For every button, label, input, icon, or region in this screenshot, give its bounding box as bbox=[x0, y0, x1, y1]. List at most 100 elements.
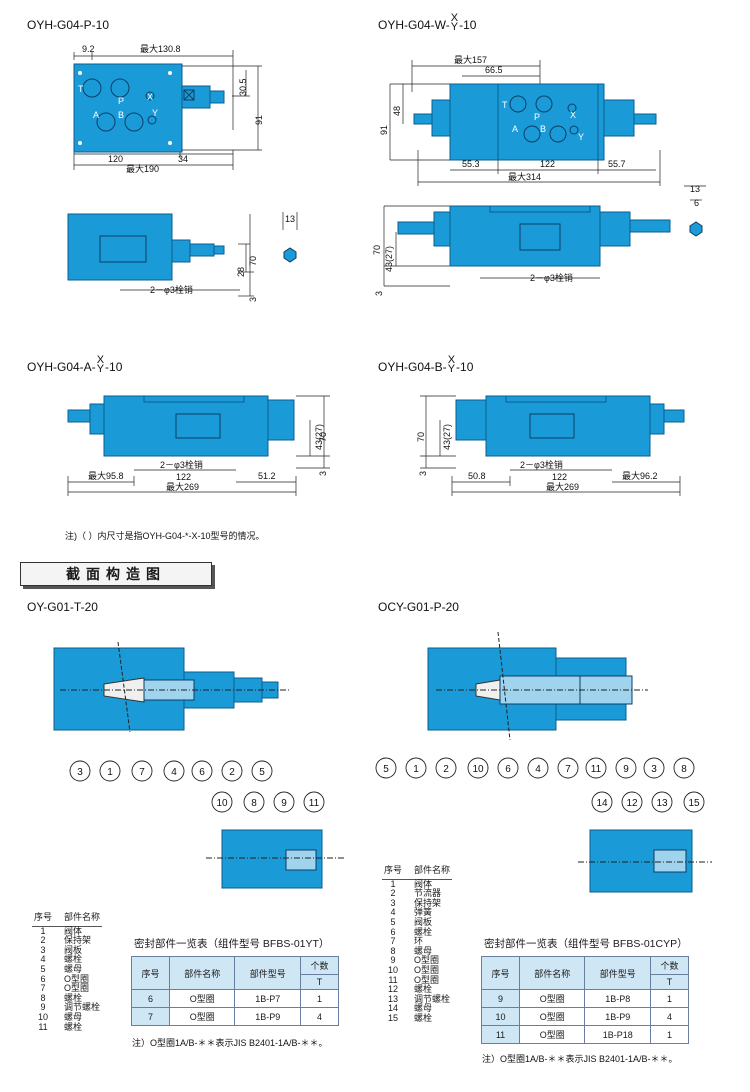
part-no: 1 bbox=[390, 878, 396, 889]
seal-cell-no: 10 bbox=[480, 1007, 521, 1026]
dim-43-27-w: 43(27) bbox=[384, 246, 394, 272]
right-section-title: OCY-G01-P-20 bbox=[378, 600, 459, 614]
port-t-w: T bbox=[502, 100, 508, 110]
seal-row: 10 O型圈 1B-P9 4 bbox=[480, 1007, 690, 1026]
view-title-w-suffix: -10 bbox=[459, 18, 477, 32]
callout-left-3: 3 bbox=[77, 767, 83, 778]
seal-cell-model: 1B-P9 bbox=[584, 1007, 651, 1026]
seal-row: 7 O型圈 1B-P9 4 bbox=[130, 1007, 340, 1026]
part-no: 14 bbox=[388, 1003, 399, 1014]
seal-table-left: 序号 部件名称 部件型号 个数 T 6 O型圈 1B-P7 1 7 O型圈 1B… bbox=[130, 956, 340, 1026]
part-name: 保持架 bbox=[64, 935, 92, 946]
part-no: 6 bbox=[390, 926, 396, 937]
dim-3-w: 3 bbox=[374, 291, 384, 296]
dim-122-w: 122 bbox=[540, 159, 555, 169]
seal-cell-model: 1B-P9 bbox=[234, 1007, 301, 1026]
part-name: 环 bbox=[414, 936, 424, 947]
view-title-a-suffix: -10 bbox=[105, 360, 123, 374]
dim-max-95-8: 最大95.8 bbox=[88, 470, 124, 481]
view-title-w-main: OYH-G04-W- bbox=[378, 18, 450, 32]
part-no: 9 bbox=[390, 955, 396, 966]
seal-header-count: 个数 bbox=[649, 956, 690, 975]
part-name: O型圈 bbox=[64, 983, 90, 994]
seal-cell-count: 4 bbox=[299, 1007, 340, 1026]
seal-note-right: 注）O型圈1A/B-＊＊表示JIS B2401-1A/B-＊＊。 bbox=[482, 1054, 678, 1064]
dim-max-96-2: 最大96.2 bbox=[622, 470, 658, 481]
drawing-b: 70 43(27) 3 2－φ3栓销 50.8 122 最大96.2 最大269 bbox=[416, 395, 685, 496]
part-name: 阀体 bbox=[414, 878, 433, 889]
seal-cell-no: 6 bbox=[130, 989, 171, 1008]
callout-left-8: 8 bbox=[251, 798, 257, 809]
part-no: 7 bbox=[40, 983, 46, 994]
callout-right-11: 11 bbox=[591, 764, 602, 775]
callout-right-9: 9 bbox=[623, 764, 629, 775]
dim-28-p: 28 bbox=[236, 267, 246, 277]
dim-55-7: 55.7 bbox=[608, 159, 626, 169]
part-name: O型圈 bbox=[414, 955, 440, 966]
dim-30-5: 30.5 bbox=[238, 78, 248, 96]
callout-right-6: 6 bbox=[505, 764, 511, 775]
dim-max-269-a: 最大269 bbox=[166, 481, 199, 492]
part-no: 15 bbox=[388, 1012, 399, 1023]
callout-right-4: 4 bbox=[535, 764, 541, 775]
callout-left-5: 5 bbox=[259, 767, 265, 778]
part-no: 9 bbox=[40, 1002, 46, 1013]
view-title-p: OYH-G04-P-10 bbox=[27, 18, 110, 32]
seal-row: 6 O型圈 1B-P7 1 bbox=[130, 989, 340, 1008]
seal-row: 9 O型圈 1B-P8 1 bbox=[480, 989, 690, 1008]
seal-header-count: 个数 bbox=[299, 956, 340, 975]
part-no: 3 bbox=[40, 944, 46, 955]
part-no: 4 bbox=[40, 954, 46, 965]
dim-70-a: 70 bbox=[318, 432, 328, 442]
seal-cell-count: 1 bbox=[299, 989, 340, 1008]
port-x-w: X bbox=[570, 110, 576, 120]
seal-cell-model: 1B-P8 bbox=[584, 989, 651, 1008]
part-name: 螺母 bbox=[64, 963, 83, 974]
dim-13-w: 13 bbox=[690, 184, 700, 194]
callout-right-5: 5 bbox=[383, 764, 389, 775]
drawing-w-top: 最大157 66.5 48 91 55.3 122 55.7 最大314 T P… bbox=[379, 54, 661, 186]
dim-91-w: 91 bbox=[379, 125, 389, 135]
part-no: 2 bbox=[390, 888, 396, 899]
part-no: 12 bbox=[388, 984, 399, 995]
view-title-a-main: OYH-G04-A- bbox=[27, 360, 96, 374]
callout-left-11: 11 bbox=[309, 798, 320, 809]
parts-header-no: 序号 bbox=[384, 865, 403, 875]
part-no: 11 bbox=[388, 974, 398, 985]
seal-cell-no: 7 bbox=[130, 1007, 171, 1026]
part-no: 1 bbox=[40, 925, 46, 936]
seal-title-left: 密封部件一览表（组件型号 BFBS-01YT） bbox=[134, 938, 330, 950]
part-no: 13 bbox=[388, 993, 399, 1004]
part-no: 2 bbox=[40, 935, 46, 946]
callout-right-15: 15 bbox=[688, 798, 700, 809]
seal-cell-name: O型圈 bbox=[169, 989, 236, 1008]
pin-label-a: 2－φ3栓销 bbox=[160, 459, 203, 470]
drawing-w-front: 13 6 70 43(27) 3 2－φ3栓销 bbox=[372, 184, 706, 296]
dim-43-27-a: 43(27) bbox=[314, 424, 324, 450]
dim-9-2: 9.2 bbox=[82, 44, 95, 54]
part-name: 调节螺栓 bbox=[64, 1002, 101, 1013]
callout-left-4: 4 bbox=[171, 767, 177, 778]
part-name: 调节螺栓 bbox=[414, 993, 451, 1004]
parts-header-name: 部件名称 bbox=[64, 912, 101, 922]
port-a-w: A bbox=[512, 124, 518, 134]
part-no: 10 bbox=[388, 964, 399, 975]
seal-header-model: 部件型号 bbox=[234, 956, 301, 990]
seal-note-left: 注）O型圈1A/B-＊＊表示JIS B2401-1A/B-＊＊。 bbox=[132, 1038, 328, 1048]
dim-max-269-b: 最大269 bbox=[546, 481, 579, 492]
part-name: 螺栓 bbox=[414, 984, 433, 995]
dim-66-5: 66.5 bbox=[485, 65, 503, 75]
part-name: 保持架 bbox=[414, 897, 442, 908]
seal-cell-no: 11 bbox=[480, 1025, 521, 1044]
callout-left-7: 7 bbox=[139, 767, 145, 778]
pin-label-b: 2－φ3栓销 bbox=[520, 459, 563, 470]
dim-max-157: 最大157 bbox=[454, 54, 487, 65]
view-title-b-suffix: -10 bbox=[456, 360, 474, 374]
frac-top-b: X bbox=[447, 353, 456, 366]
seal-header-name: 部件名称 bbox=[169, 956, 236, 990]
section-title: 截面构造图 bbox=[20, 562, 212, 586]
callout-right-3: 3 bbox=[651, 764, 657, 775]
